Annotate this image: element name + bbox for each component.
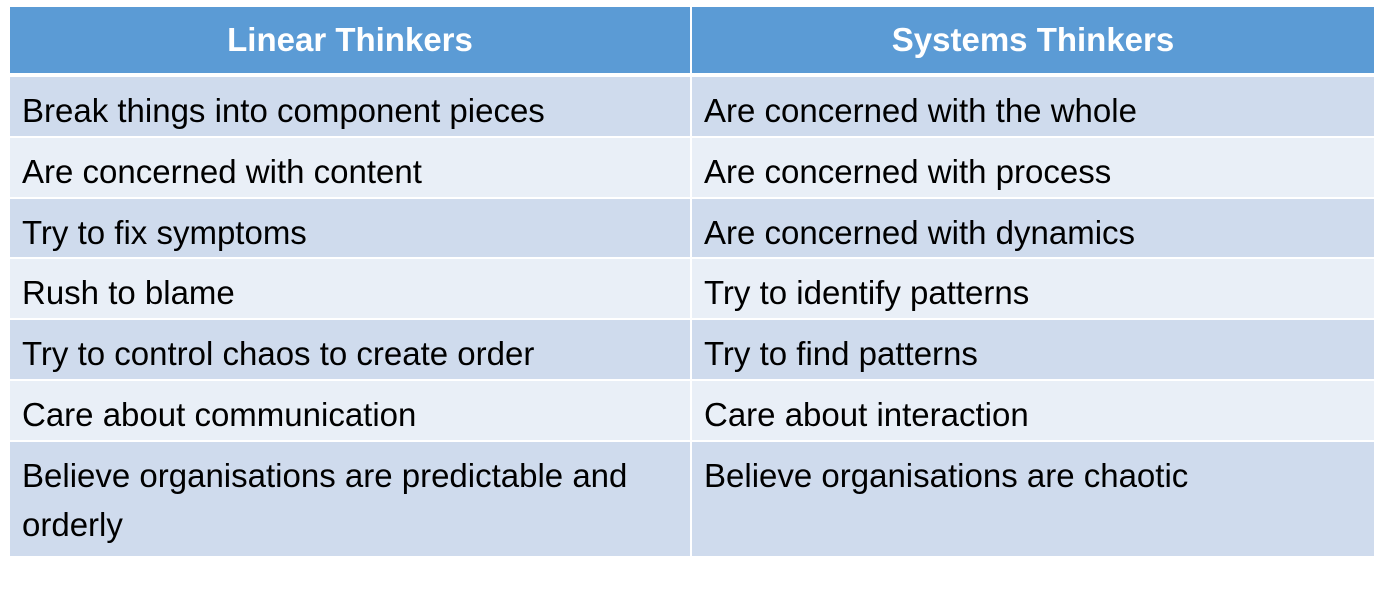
linear-cell: Are concerned with content: [10, 136, 691, 198]
linear-cell: Break things into component pieces: [10, 75, 691, 137]
table-row: Break things into component pieces Are c…: [10, 75, 1374, 137]
linear-cell: Care about communication: [10, 380, 691, 441]
comparison-table: Linear Thinkers Systems Thinkers Break t…: [10, 7, 1374, 556]
systems-cell: Are concerned with dynamics: [690, 197, 1374, 259]
systems-cell: Are concerned with process: [690, 136, 1374, 198]
linear-cell: Try to control chaos to create order: [10, 319, 691, 381]
linear-cell: Rush to blame: [10, 258, 691, 320]
linear-cell: Try to fix symptoms: [10, 197, 691, 259]
systems-cell: Try to identify patterns: [690, 258, 1374, 320]
systems-cell: Try to find patterns: [690, 319, 1374, 381]
systems-cell: Care about interaction: [690, 380, 1374, 441]
table-row: Rush to blame Try to identify patterns: [10, 258, 1374, 320]
header-systems-thinkers: Systems Thinkers: [690, 7, 1374, 77]
linear-cell: Believe organisations are predictable an…: [10, 440, 691, 556]
header-linear-thinkers: Linear Thinkers: [10, 7, 691, 77]
table-row: Are concerned with content Are concerned…: [10, 136, 1374, 198]
table-row: Believe organisations are predictable an…: [10, 440, 1374, 556]
systems-cell: Are concerned with the whole: [690, 75, 1374, 137]
table-row: Try to control chaos to create order Try…: [10, 319, 1374, 381]
header-row: Linear Thinkers Systems Thinkers: [10, 7, 1374, 77]
systems-cell: Believe organisations are chaotic: [690, 440, 1374, 556]
table-row: Try to fix symptoms Are concerned with d…: [10, 197, 1374, 259]
table-row: Care about communication Care about inte…: [10, 380, 1374, 441]
